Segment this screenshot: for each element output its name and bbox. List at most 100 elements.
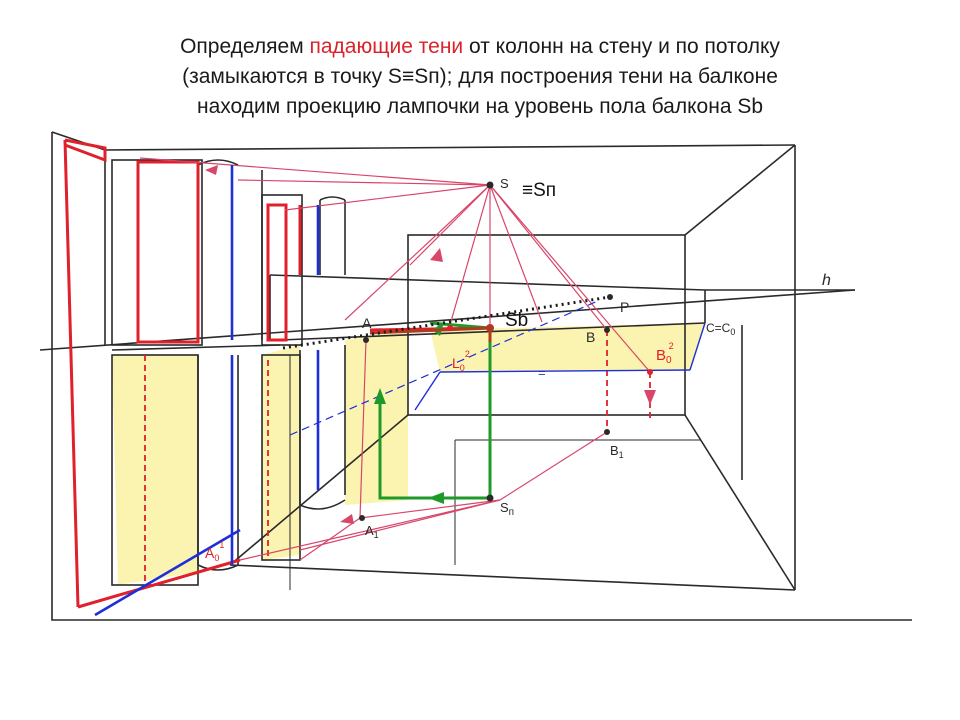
ray-16 (359, 339, 367, 519)
label-a1-sub: 1 (374, 530, 379, 540)
label-a1-text: A (365, 523, 374, 538)
balcony-rail (279, 322, 706, 341)
label-a0-sup: 1 (219, 540, 224, 550)
point-sn (486, 494, 494, 502)
label-p: P (620, 299, 629, 315)
ray-7 (489, 184, 608, 331)
perspective-drawing: S ≡Sп h A Sb P C=C0 B B02 L02 B1 Sп A1 A… (39, 131, 912, 621)
point-b (604, 327, 610, 333)
ray-arrow-1 (205, 165, 218, 175)
label-sb: Sb (505, 310, 528, 331)
point-s (486, 181, 494, 189)
label-s-sn: ≡Sп (522, 180, 556, 201)
ceiling-back-line (104, 144, 796, 151)
label-l0: L02 (452, 349, 470, 373)
point-b1 (604, 429, 610, 435)
point-l0 (447, 325, 453, 331)
blue-dashed-ray (289, 299, 601, 436)
red-shadows (63, 138, 491, 609)
shadow-column-1-inner (266, 203, 288, 342)
ray-15 (299, 517, 361, 561)
back-wall (407, 234, 686, 416)
point-b0 (647, 369, 653, 375)
label-a0-sub: 0 (214, 553, 219, 563)
label-b0-sub: 0 (666, 355, 672, 366)
label-h: h (822, 272, 831, 289)
ray-10 (409, 184, 491, 266)
column-2-top (319, 196, 346, 201)
dotted-a-p-line (282, 295, 611, 350)
ray-arrows (205, 165, 656, 524)
label-c-text: C=C (706, 321, 731, 335)
shadow-left-vertical (63, 139, 80, 608)
ray-8 (489, 184, 651, 373)
outer-frame (51, 132, 912, 621)
floor-right-diagonal (684, 414, 796, 591)
label-b1: B1 (610, 443, 624, 460)
label-b: B (586, 329, 595, 345)
title-line-2: (замыкаются в точку S≡Sп); для построени… (182, 65, 778, 88)
ray-6 (489, 184, 543, 323)
horizon-line (39, 289, 856, 351)
point-a1 (359, 515, 365, 521)
label-s: S (500, 176, 509, 191)
label-sn-text: S (500, 500, 509, 515)
label-b1-sub: 1 (619, 450, 624, 460)
label-a0-text: A (205, 545, 215, 561)
point-brown-end (486, 324, 494, 332)
ray-11 (239, 499, 501, 561)
label-l0-sub: 0 (460, 363, 465, 373)
shadow-fill-balcony (430, 323, 705, 372)
shadow-fill-column-2 (345, 330, 408, 505)
label-b0-text: B (656, 347, 666, 364)
green-arrowhead-left (428, 492, 444, 504)
column-2-base (299, 499, 346, 510)
label-c-sub: 0 (730, 327, 735, 337)
label-l0-sup: 2 (465, 349, 470, 359)
ray-2 (237, 179, 491, 186)
label-a1: A1 (365, 523, 379, 540)
shadow-fills (112, 323, 705, 585)
shadow-blue-diagonal (94, 528, 241, 617)
floor-line (229, 564, 796, 591)
label-sn-sub: п (509, 507, 514, 518)
column-1-base (197, 564, 239, 571)
ray-3 (284, 184, 491, 211)
balcony-top-edge (269, 274, 706, 291)
points (359, 181, 653, 521)
label-c: C=C0 (706, 321, 735, 337)
balcony-floor-projection (414, 371, 441, 411)
ray-12 (299, 499, 501, 551)
blue-lines (94, 165, 706, 617)
column-1-top (197, 159, 239, 166)
balcony-floor-right (689, 322, 706, 371)
point-a (363, 337, 369, 343)
balcony-underside (111, 344, 281, 351)
title-highlight: падающие тени (309, 35, 464, 58)
point-p (607, 294, 613, 300)
label-b1-text: B (610, 443, 619, 458)
label-equal-sign: = (538, 365, 546, 380)
ray-14 (499, 431, 608, 501)
left-panel-1 (111, 159, 203, 346)
slide-title: Определяем падающие тени от колонн на ст… (40, 32, 920, 122)
ray-arrow-3 (644, 390, 656, 405)
label-b0-sup: 2 (669, 341, 674, 351)
label-b0: B0 2 (656, 341, 674, 366)
shadow-column-1 (136, 160, 200, 344)
label-sn: Sп (500, 500, 514, 518)
ray-arrow-2 (430, 248, 443, 262)
title-line-1-end: от колонн на стену и по потолку (463, 35, 780, 58)
green-arrowhead-up (374, 388, 386, 404)
title-line-1: Определяем падающие тени от колонн на ст… (40, 32, 920, 62)
shadow-outline-left (64, 138, 107, 163)
ray-arrow-4 (340, 514, 354, 524)
label-l0-text: L (452, 355, 460, 371)
label-a: A (362, 315, 372, 331)
title-line-3: находим проекцию лампочки на уровень пол… (196, 95, 764, 118)
ray-1 (139, 157, 491, 186)
right-wall-top (684, 144, 796, 236)
ray-13 (359, 499, 501, 519)
shadow-fill-left-wall (112, 355, 198, 585)
labels: S ≡Sп h A Sb P C=C0 B B02 L02 B1 Sп A1 A… (205, 176, 831, 563)
